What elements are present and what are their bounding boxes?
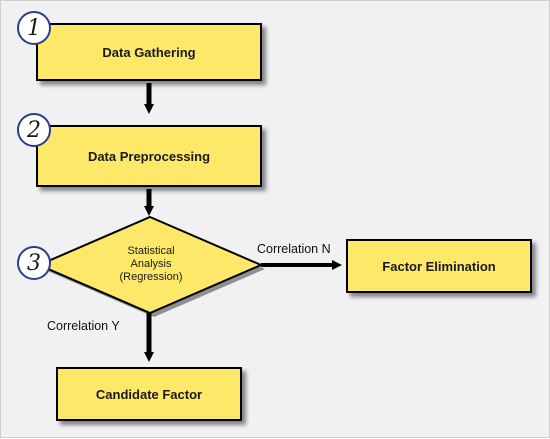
step-3-badge: 3: [17, 246, 51, 280]
factor-elimination-box: Factor Elimination: [346, 239, 532, 293]
step-data-gathering: Data Gathering: [36, 23, 262, 81]
edge-label-correlation-y: Correlation Y: [47, 319, 120, 333]
step-data-gathering-label: Data Gathering: [102, 44, 196, 60]
step-data-preprocessing: Data Preprocessing: [36, 125, 262, 187]
step-1-badge: 1: [17, 11, 51, 45]
step-2-badge: 2: [17, 113, 51, 147]
factor-elimination-label: Factor Elimination: [382, 258, 496, 274]
candidate-factor-label: Candidate Factor: [95, 386, 203, 402]
candidate-factor-box: Candidate Factor: [56, 367, 242, 421]
decision-label: Statistical Analysis (Regression): [119, 245, 183, 283]
step-data-preprocessing-label: Data Preprocessing: [87, 148, 211, 164]
edge-label-correlation-n: Correlation N: [257, 242, 331, 256]
